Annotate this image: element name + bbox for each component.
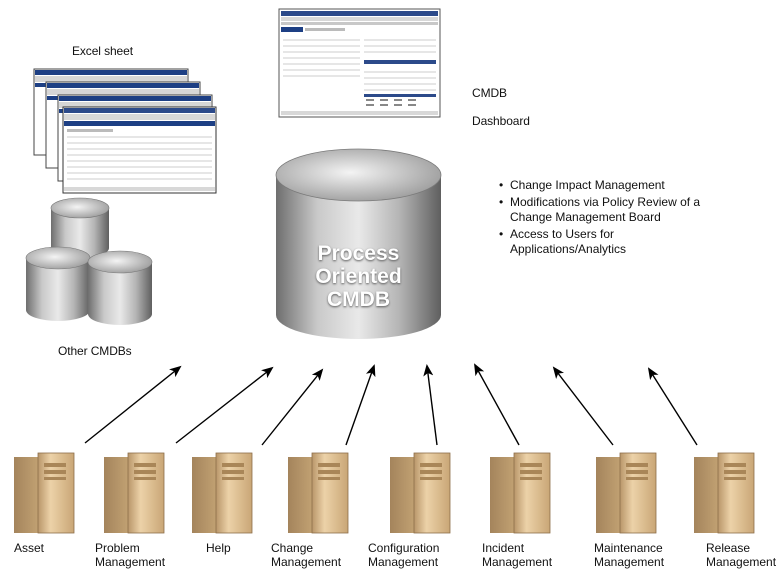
- source-label-change: Change Management: [271, 541, 341, 569]
- source-label-asset-line1: Asset: [14, 541, 45, 555]
- source-label-asset: Asset: [14, 541, 44, 555]
- server-maintenance: [596, 452, 657, 534]
- feature-bullet-list: Change Impact Management Modifications v…: [499, 178, 759, 259]
- arrow-incident: [474, 363, 520, 446]
- arrow-maintenance: [552, 366, 614, 446]
- other-cmdbs-cluster: [25, 197, 153, 325]
- bullet-change-impact: Change Impact Management: [499, 178, 759, 193]
- bullet-user-access: Access to Users for Applications/Analyti…: [499, 227, 695, 257]
- server-asset: [14, 452, 75, 534]
- arrows: [84, 363, 698, 446]
- source-label-maintenance-line1: Maintenance: [594, 541, 663, 555]
- bullet-policy-review: Modifications via Policy Review of a Cha…: [499, 195, 710, 225]
- source-label-maintenance-line2: Management: [594, 555, 665, 569]
- excel-sheet-stack: [33, 68, 217, 194]
- server-incident: [490, 452, 551, 534]
- arrow-change: [345, 364, 376, 446]
- source-label-incident-line2: Management: [482, 555, 553, 569]
- server-help: [192, 452, 253, 534]
- source-label-configuration: Configuration Management: [368, 541, 439, 569]
- arrow-help: [261, 368, 324, 446]
- arrow-problem: [175, 366, 274, 444]
- source-label-release-line2: Management: [706, 555, 777, 569]
- source-label-help: Help: [206, 541, 231, 555]
- source-label-maintenance: Maintenance Management: [594, 541, 664, 569]
- process-oriented-cmdb-label: Process Oriented CMDB: [276, 242, 441, 311]
- process-oriented-cmdb-cylinder: [275, 148, 442, 339]
- servers: [14, 452, 755, 534]
- source-label-configuration-line1: Configuration: [368, 541, 440, 555]
- source-label-problem-line1: Problem: [95, 541, 140, 555]
- source-label-incident-line1: Incident: [482, 541, 525, 555]
- source-label-change-line2: Management: [271, 555, 342, 569]
- server-problem: [104, 452, 165, 534]
- server-change: [288, 452, 349, 534]
- cmdb-dashboard-label-line1: CMDB: [472, 86, 507, 100]
- source-label-configuration-line2: Management: [368, 555, 439, 569]
- cmdb-dashboard-label-line2: Dashboard: [472, 114, 530, 128]
- server-release: [694, 452, 755, 534]
- source-label-release-line1: Release: [706, 541, 751, 555]
- server-configuration: [390, 452, 451, 534]
- cmdb-title-line1: Process: [317, 242, 400, 265]
- arrow-asset: [84, 365, 182, 444]
- cmdb-dashboard-screenshot: [278, 8, 441, 118]
- arrow-configuration: [423, 364, 438, 446]
- source-label-problem-line2: Management: [95, 555, 166, 569]
- cmdb-dashboard-label: CMDB Dashboard: [472, 72, 530, 142]
- cmdb-title-line3: CMDB: [327, 288, 390, 311]
- source-label-release: Release Management: [706, 541, 776, 569]
- source-label-help-line1: Help: [206, 541, 231, 555]
- cmdb-title-line2: Oriented: [315, 265, 402, 288]
- arrow-release: [647, 367, 698, 446]
- source-label-change-line1: Change: [271, 541, 314, 555]
- source-label-incident: Incident Management: [482, 541, 552, 569]
- excel-sheet-label: Excel sheet: [72, 44, 133, 58]
- source-label-problem: Problem Management: [95, 541, 165, 569]
- other-cmdbs-label: Other CMDBs: [58, 344, 132, 358]
